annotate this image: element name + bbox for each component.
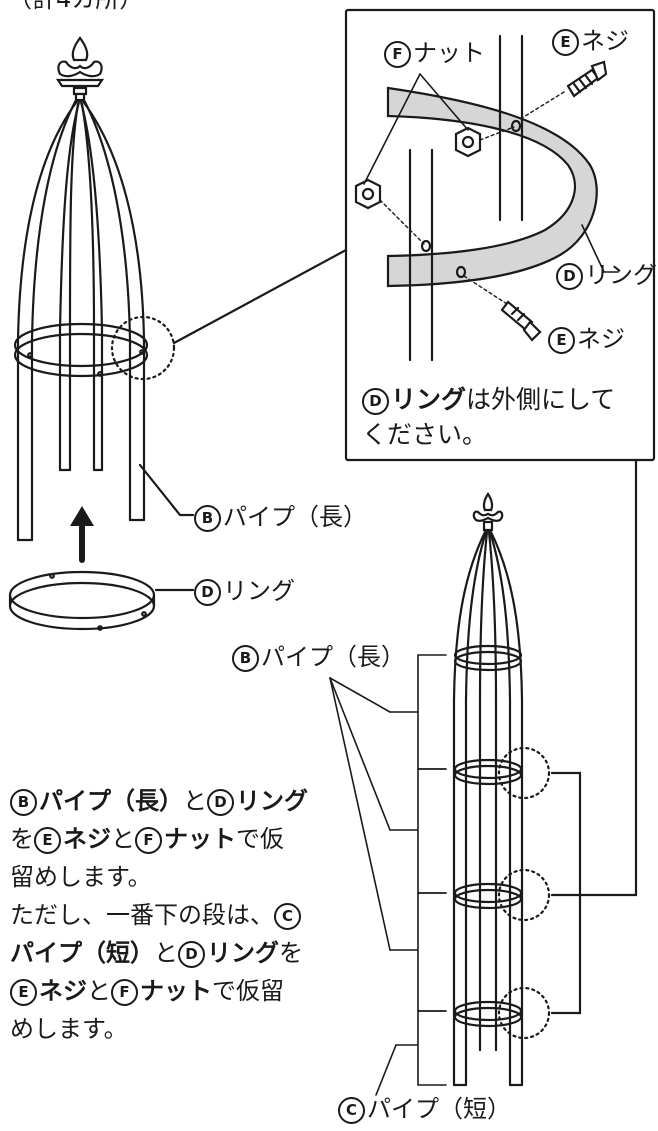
screw-icon [500, 300, 542, 342]
detail-connector-line [550, 458, 638, 897]
detail-leader-line [172, 248, 348, 345]
ring-highlight-circle [110, 315, 176, 381]
nut-icon [354, 178, 382, 210]
nut-icon [454, 126, 482, 158]
pipe-long-leader [138, 463, 195, 517]
full-obelisk-illustration [452, 492, 524, 1087]
part-mark-E: E [548, 327, 575, 354]
upper-frame-illustration [13, 36, 149, 542]
part-mark-F: F [384, 41, 411, 68]
screw-icon [566, 60, 608, 98]
part-mark-E: E [552, 29, 579, 56]
loose-ring-illustration [8, 570, 156, 631]
detail-box [344, 8, 656, 462]
part-mark-D: D [556, 263, 583, 290]
bracket-line [550, 771, 582, 1015]
header-cut-text: （計4カ所） [8, 0, 143, 14]
